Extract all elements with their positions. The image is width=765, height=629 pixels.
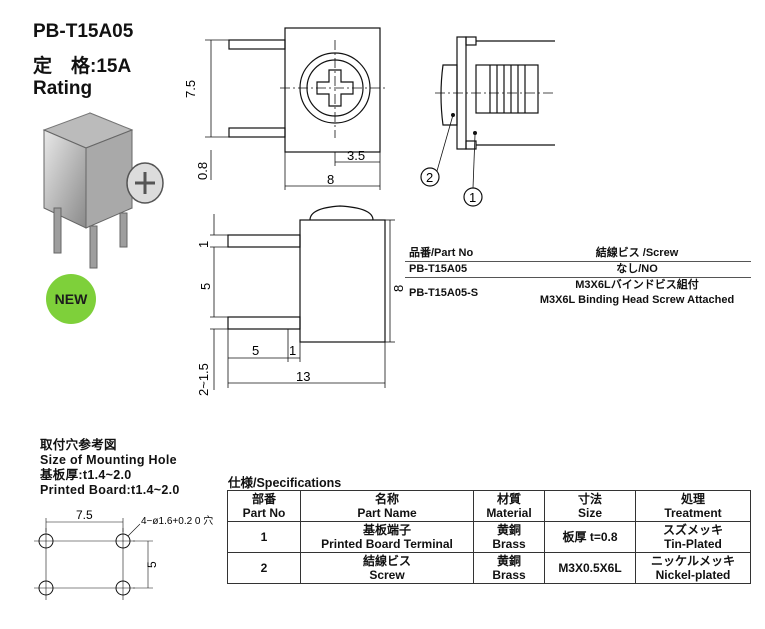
spec-treatment-jp: ニッケルメッキ xyxy=(650,554,735,568)
callout-2: 2 xyxy=(426,170,433,185)
spec-material-jp: 黄銅 xyxy=(496,523,521,537)
spec-material-en: Brass xyxy=(492,568,526,582)
spec-header-jp: 材質 xyxy=(496,492,521,506)
dim-0-8: 0.8 xyxy=(195,162,210,180)
dim-7-5: 7.5 xyxy=(185,80,198,98)
dim-5-left: 5 xyxy=(198,283,213,290)
board-thickness-en: Printed Board:t1.4~2.0 xyxy=(40,483,180,497)
spec-header-jp: 名称 xyxy=(374,492,399,506)
screw-cell: なし/NO xyxy=(523,261,751,278)
board-thickness-jp: 基板厚:t1.4~2.0 xyxy=(40,468,132,482)
dim-7-5-mount: 7.5 xyxy=(76,508,93,522)
part-no-header: 品番/Part No xyxy=(405,246,523,262)
mounting-info: 取付穴参考図 Size of Mounting Hole 基板厚:t1.4~2.… xyxy=(40,438,180,498)
spec-header-en: Material xyxy=(486,506,532,520)
dim-5-bottom: 5 xyxy=(252,343,259,358)
dim-13: 13 xyxy=(296,369,310,384)
product-illustration xyxy=(42,112,164,269)
spec-part-no: 1 xyxy=(227,521,301,553)
spec-header-en: Part Name xyxy=(357,506,417,520)
screw-cell: M3X6Lバインドビス組付 xyxy=(575,279,699,291)
spec-header-jp: 部番 xyxy=(251,492,276,506)
rating-jp: 定 格:15A xyxy=(33,56,132,77)
spec-part-name-en: Printed Board Terminal xyxy=(321,537,453,551)
dim-1-left: 1 xyxy=(196,241,211,248)
dim-3-5: 3.5 xyxy=(347,148,365,163)
side-view-drawing: 2 1 xyxy=(420,36,555,207)
spec-size: M3X0.5X6L xyxy=(544,552,636,584)
mounting-title-jp: 取付穴参考図 xyxy=(40,438,117,452)
screw-cell-en: M3X6L Binding Head Screw Attached xyxy=(539,294,735,306)
spec-treatment-en: Nickel-plated xyxy=(655,568,731,582)
part-screw-table: 品番/Part No 結線ビス /Screw PB-T15A05 なし/NO P… xyxy=(405,246,751,308)
spec-header-en: Part No xyxy=(242,506,286,520)
hole-note: 4−ø1.6+0.2 0 穴 xyxy=(141,514,213,527)
spec-size: 板厚 t=0.8 xyxy=(544,521,636,553)
front-view-drawing: 1 5 8 5 1 13 2~1.5 xyxy=(196,205,406,396)
dim-8-right: 8 xyxy=(391,285,406,292)
spec-header-jp: 処理 xyxy=(680,492,705,506)
spec-header-jp: 寸法 xyxy=(577,492,602,506)
spec-header-en: Treatment xyxy=(664,506,722,520)
spec-title: 仕様/Specifications xyxy=(228,476,342,490)
dim-5-mount: 5 xyxy=(145,561,159,568)
spec-treatment-en: Tin-Plated xyxy=(664,537,722,551)
spec-part-no: 2 xyxy=(227,552,301,584)
spec-header-en: Size xyxy=(577,506,602,520)
mounting-hole-drawing: 7.5 5 4−ø1.6+0.2 0 穴 xyxy=(34,508,213,600)
spec-part-name-en: Screw xyxy=(369,568,405,582)
part-no-cell: PB-T15A05 xyxy=(405,261,523,278)
dim-8-top: 8 xyxy=(327,172,334,187)
dim-2-1-5: 2~1.5 xyxy=(196,363,211,396)
callout-1: 1 xyxy=(469,190,476,205)
spec-part-name-jp: 結線ビス xyxy=(362,554,411,568)
model-number: PB-T15A05 xyxy=(33,21,134,42)
dim-1-bottom: 1 xyxy=(289,343,296,358)
spec-material-jp: 黄銅 xyxy=(496,554,521,568)
part-no-cell: PB-T15A05-S xyxy=(409,286,479,299)
screw-header: 結線ビス /Screw xyxy=(523,246,751,262)
mounting-title-en: Size of Mounting Hole xyxy=(40,453,177,467)
spec-part-name-jp: 基板端子 xyxy=(362,523,411,537)
spec-material-en: Brass xyxy=(492,537,526,551)
top-view-drawing: 7.5 0.8 3.5 8 xyxy=(185,27,385,190)
spec-treatment-jp: スズメッキ xyxy=(662,523,723,537)
new-badge: NEW xyxy=(46,274,96,324)
rating-en: Rating xyxy=(33,78,93,99)
